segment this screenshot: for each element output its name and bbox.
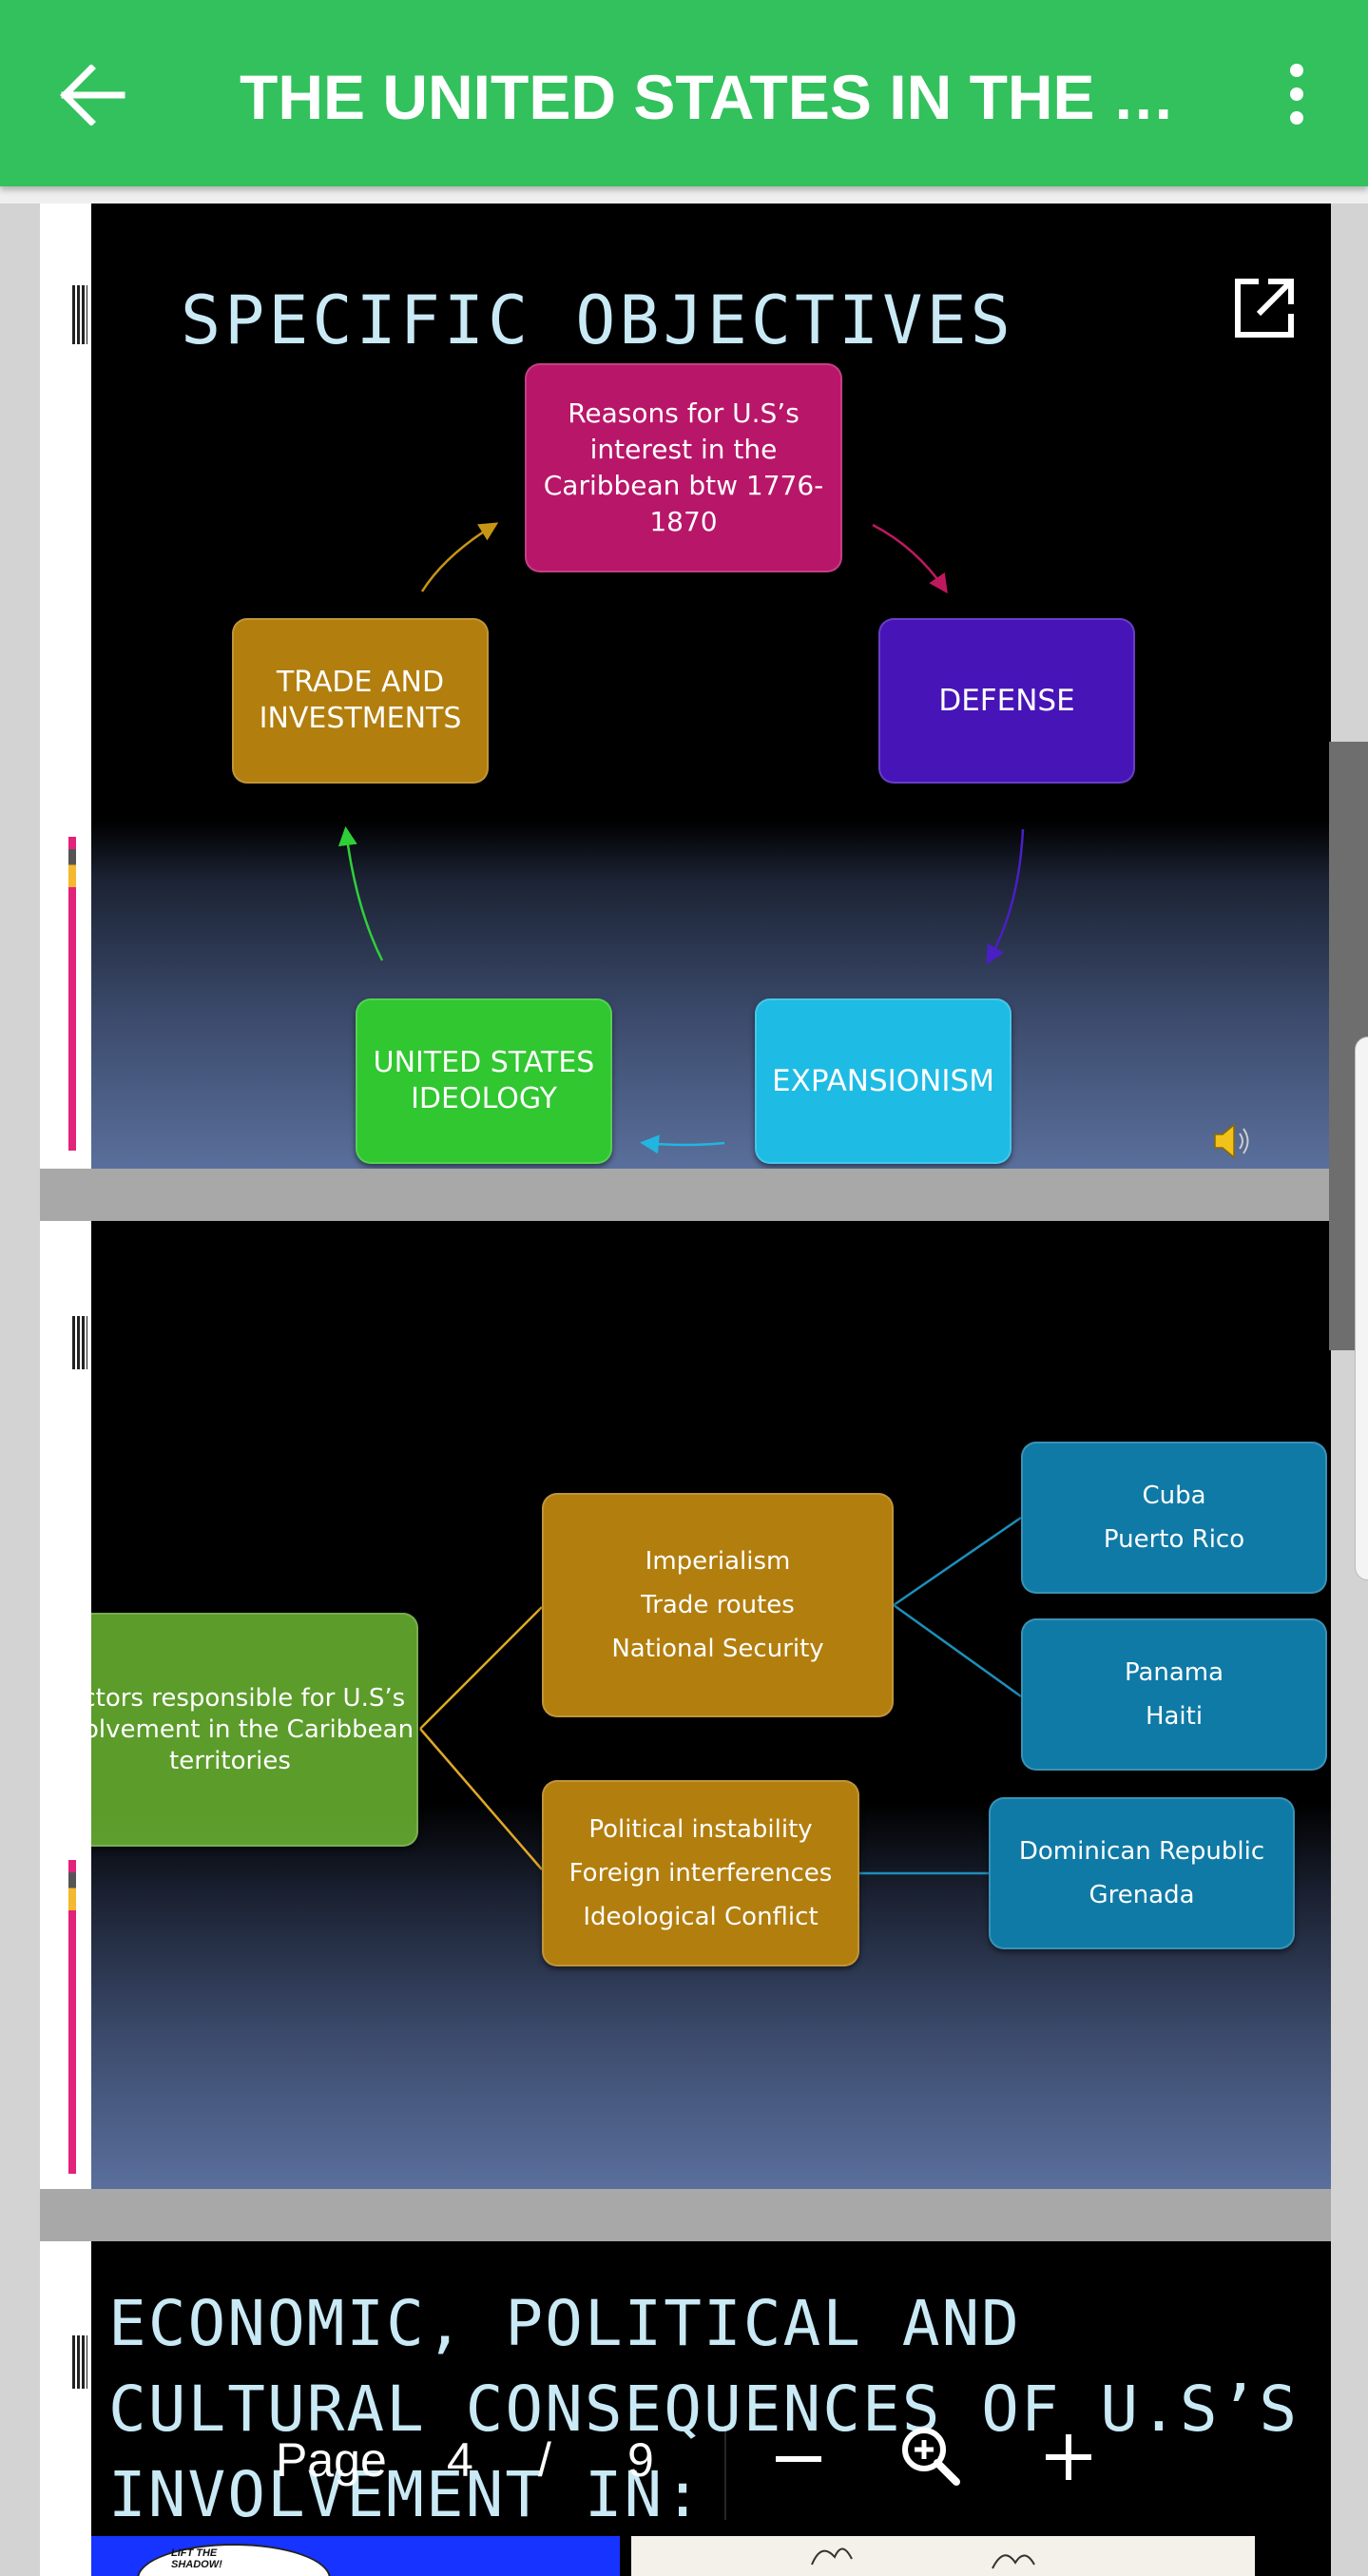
countries-panama-haiti: Panama Haiti (1021, 1618, 1327, 1771)
page-separator: / (538, 2433, 551, 2487)
slide-title: ECONOMIC, POLITICAL AND CULTURAL CONSEQU… (108, 2287, 1300, 2531)
comic-image: LIFT THE SHADOW! (91, 2536, 620, 2576)
document-title: THE UNITED STATES IN THE C... (240, 62, 1200, 132)
sketch-image (631, 2536, 1255, 2576)
slide-specific-objectives: SPECIFIC OBJECTIVES Reasons for U.S’s in… (91, 203, 1331, 1169)
political-group-node: Political instability Foreign interferen… (542, 1780, 859, 1966)
page-gap (40, 2189, 1331, 2241)
back-arrow-icon[interactable] (59, 65, 125, 126)
page-label: Page (276, 2433, 387, 2487)
node-trade-and-investments: TRADE AND INVESTMENTS (232, 618, 489, 784)
page-gap (40, 1169, 1331, 1221)
slide-factors: Factors responsible for U.S’s involvemen… (91, 1221, 1331, 2189)
imperialism-group-node: Imperialism Trade routes National Securi… (542, 1493, 894, 1717)
binder-mark (72, 2335, 87, 2389)
binder-mark (72, 285, 87, 344)
zoom-in-icon[interactable] (1040, 2429, 1097, 2486)
open-external-icon[interactable] (1230, 276, 1297, 342)
comic-caption: LIFT THE SHADOW! (171, 2547, 222, 2570)
binder-color-bar (68, 837, 76, 1151)
slide-title: SPECIFIC OBJECTIVES (181, 281, 1014, 359)
countries-dominican-republic-grenada: Dominican Republic Grenada (989, 1797, 1295, 1949)
binder-mark (72, 1316, 87, 1369)
center-node-reasons: Reasons for U.S’s interest in the Caribb… (525, 363, 842, 572)
node-expansionism: EXPANSIONISM (755, 998, 1012, 1164)
node-united-states-ideology: UNITED STATES IDEOLOGY (356, 998, 612, 1164)
scrollbar-handle[interactable] (1355, 1036, 1368, 1580)
page-navigation-bar: Page 4 / 9 (203, 2411, 1135, 2526)
factors-node: Factors responsible for U.S’s involvemen… (91, 1613, 418, 1847)
app-bar: THE UNITED STATES IN THE C... (0, 0, 1368, 186)
pager-divider (724, 2425, 726, 2520)
zoom-out-icon[interactable] (770, 2450, 827, 2469)
slide-consequences: ECONOMIC, POLITICAL AND CULTURAL CONSEQU… (91, 2241, 1331, 2576)
total-pages: 9 (627, 2433, 654, 2487)
node-defense: DEFENSE (878, 618, 1135, 784)
binder-color-bar (68, 1860, 76, 2174)
more-options-icon[interactable] (1274, 61, 1320, 127)
connector-lines (419, 1516, 1022, 1875)
current-page-number[interactable]: 4 (447, 2433, 473, 2487)
countries-cuba-puerto-rico: Cuba Puerto Rico (1021, 1442, 1327, 1594)
cycle-arrows (337, 522, 1025, 1154)
speaker-icon[interactable] (1211, 1120, 1255, 1162)
zoom-icon[interactable] (897, 2423, 964, 2489)
appbar-shadow-strip (0, 186, 1368, 203)
